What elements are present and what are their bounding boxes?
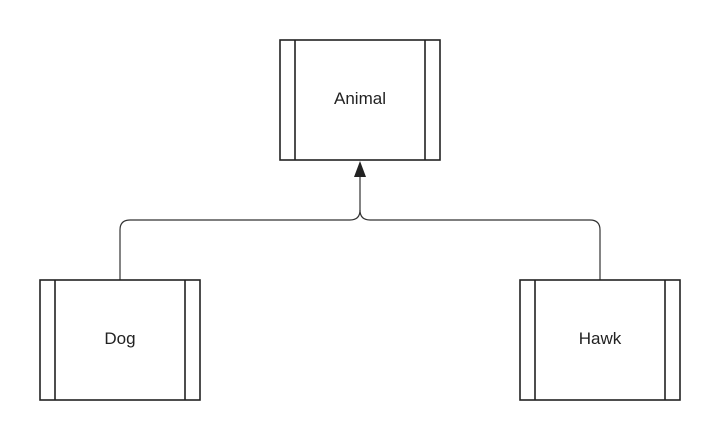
inheritance-connectors <box>119 161 601 280</box>
node-hawk-label: Hawk <box>579 329 622 348</box>
node-animal[interactable]: Animal <box>279 39 441 161</box>
node-dog[interactable]: Dog <box>39 279 201 401</box>
node-dog-box <box>39 279 201 401</box>
node-animal-box <box>279 39 441 161</box>
inheritance-arrowhead <box>354 161 366 177</box>
node-dog-label: Dog <box>104 329 135 348</box>
connector-hawk-to-animal <box>359 209 601 280</box>
node-animal-label: Animal <box>334 89 386 108</box>
node-hawk-box <box>519 279 681 401</box>
node-hawk[interactable]: Hawk <box>519 279 681 401</box>
connector-dog-to-animal <box>119 176 361 280</box>
